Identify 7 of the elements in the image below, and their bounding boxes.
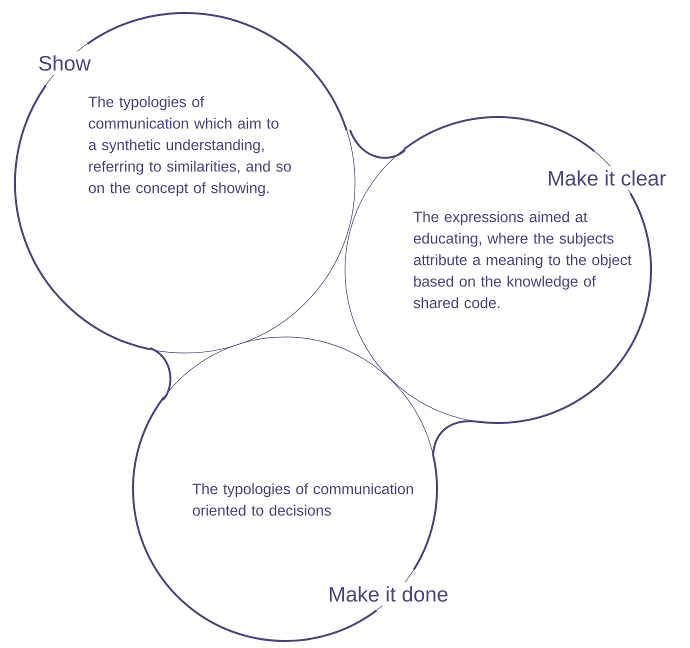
description: The expressions aimed at educating, where the subjects attribute a meaning to the object based on the knowledge of shared code. [414, 211, 632, 308]
heading: Show [34, 51, 95, 75]
description: The typologies of communication which aim to a synthetic understanding, referring to similarities, and so on the concept of showing. [88, 96, 291, 196]
circle-outline [14, 12, 356, 354]
heading: Make it done [324, 582, 452, 606]
heading: Make it clear [543, 166, 670, 190]
description: The typologies of communication oriented to decisions [192, 483, 413, 516]
